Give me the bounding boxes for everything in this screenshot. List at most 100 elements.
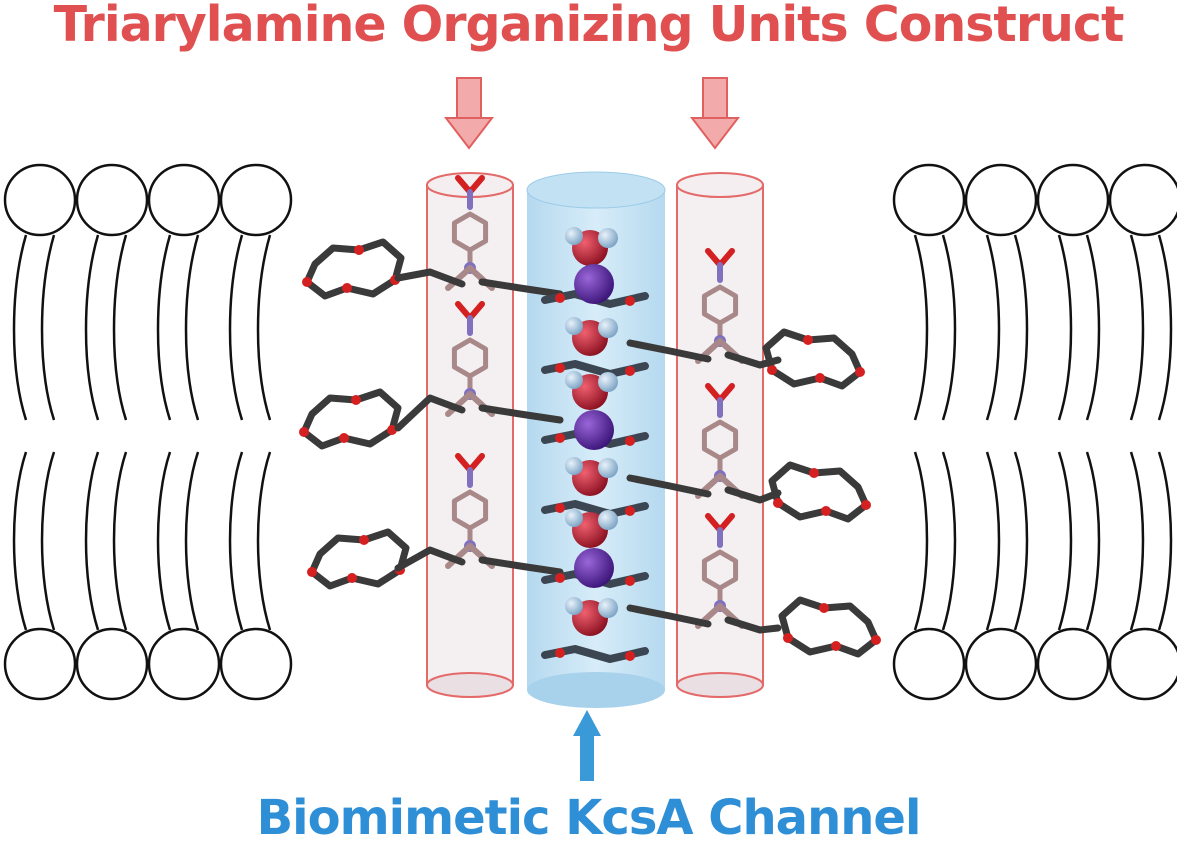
oxygen-atom xyxy=(831,641,841,651)
water-hydrogen xyxy=(565,227,583,245)
triarylamine-unit xyxy=(445,175,495,291)
lipid-tail xyxy=(40,451,56,631)
oxygen-atom xyxy=(387,425,397,435)
water-hydrogen xyxy=(598,510,618,530)
oxygen-atom xyxy=(803,335,813,345)
oxygen-atom xyxy=(359,535,369,545)
lipid-head-top xyxy=(219,163,293,237)
oxygen-atom xyxy=(821,506,831,516)
potassium-ion xyxy=(574,548,614,588)
lipid-tail xyxy=(12,234,28,421)
bond xyxy=(445,543,473,569)
water-molecule xyxy=(565,317,618,356)
bond xyxy=(717,513,735,533)
oxygen-atom xyxy=(555,363,565,373)
lipid-tail xyxy=(1085,234,1101,421)
bond xyxy=(467,175,485,195)
bond xyxy=(394,394,466,432)
channel-backbone xyxy=(541,360,649,378)
oxygen-atom xyxy=(555,433,565,443)
crown-ether-ring xyxy=(768,461,871,523)
pink-arrow-right xyxy=(689,77,741,150)
oxygen-atom xyxy=(342,283,352,293)
bond xyxy=(626,604,712,628)
molecular-structure xyxy=(299,175,881,663)
lipid-head-bottom xyxy=(219,627,293,701)
lipid-tail xyxy=(228,234,244,421)
lipid-head-bottom xyxy=(1108,627,1177,701)
water-hydrogen xyxy=(598,318,618,338)
lipid-tail xyxy=(184,234,200,421)
bond xyxy=(300,388,402,450)
bond xyxy=(724,616,782,634)
oxygen-atom xyxy=(815,373,825,383)
lipid-tail xyxy=(941,451,957,631)
bond xyxy=(478,278,564,298)
bond xyxy=(308,528,410,590)
oxygen-atom xyxy=(625,576,635,586)
crown-ether-ring xyxy=(778,596,881,658)
water-hydrogen xyxy=(565,317,583,335)
water-hydrogen xyxy=(565,457,583,475)
oxygen-atom xyxy=(861,500,871,510)
oxygen-atom xyxy=(354,245,364,255)
oxygen-atom xyxy=(625,651,635,661)
lipid-tail xyxy=(112,451,128,631)
oxygen-atom xyxy=(773,498,783,508)
bond xyxy=(705,248,723,268)
water-hydrogen xyxy=(598,228,618,248)
lipid-tail xyxy=(1057,234,1073,421)
lipid-tail xyxy=(1129,451,1145,631)
bond xyxy=(303,238,405,300)
lipid-head-top xyxy=(3,163,77,237)
lipid-tail xyxy=(256,234,272,421)
oxygen-atom xyxy=(347,573,357,583)
lipid-head-top xyxy=(1036,163,1110,237)
bond xyxy=(478,556,564,576)
lipid-head-bottom xyxy=(147,627,221,701)
lipid-tail xyxy=(1157,234,1173,421)
oxygen-atom xyxy=(625,436,635,446)
lipid-head-top xyxy=(964,163,1038,237)
bond xyxy=(467,301,485,321)
bond xyxy=(705,513,723,533)
lipid-tail xyxy=(184,451,200,631)
lipid-tail xyxy=(941,234,957,421)
bond xyxy=(778,596,880,658)
potassium-ion xyxy=(574,410,614,450)
oxygen-atom xyxy=(625,506,635,516)
lipid-head-top xyxy=(892,163,966,237)
lipid-head-bottom xyxy=(892,627,966,701)
bond xyxy=(717,248,735,268)
lipid-tail xyxy=(40,234,56,421)
lipid-tail xyxy=(84,451,100,631)
oxygen-atom xyxy=(307,567,317,577)
bond xyxy=(394,268,466,288)
lipid-tail xyxy=(156,451,172,631)
crown-ether-ring xyxy=(299,388,402,450)
water-molecule xyxy=(565,227,618,266)
bond xyxy=(467,453,485,473)
oxygen-atom xyxy=(555,293,565,303)
oxygen-atom xyxy=(555,503,565,513)
diagram-subtitle: Biomimetic KcsA Channel xyxy=(256,790,922,846)
bond xyxy=(626,339,712,363)
lipid-bilayer-left xyxy=(3,163,293,701)
lipid-tail xyxy=(913,234,929,421)
lipid-head-bottom xyxy=(75,627,149,701)
water-molecule xyxy=(565,457,618,496)
bond xyxy=(445,265,473,291)
lipid-tail xyxy=(985,451,1001,631)
oxygen-atom xyxy=(855,367,865,377)
lipid-head-top xyxy=(75,163,149,237)
water-hydrogen xyxy=(598,598,618,618)
oxygen-atom xyxy=(339,433,349,443)
triarylamine-unit xyxy=(445,301,495,417)
lipid-head-top xyxy=(147,163,221,237)
bond xyxy=(455,175,473,195)
oxygen-atom xyxy=(783,633,793,643)
lipid-tail xyxy=(84,234,100,421)
blue-arrow xyxy=(573,710,601,781)
lipid-head-bottom xyxy=(3,627,77,701)
oxygen-atom xyxy=(351,395,361,405)
